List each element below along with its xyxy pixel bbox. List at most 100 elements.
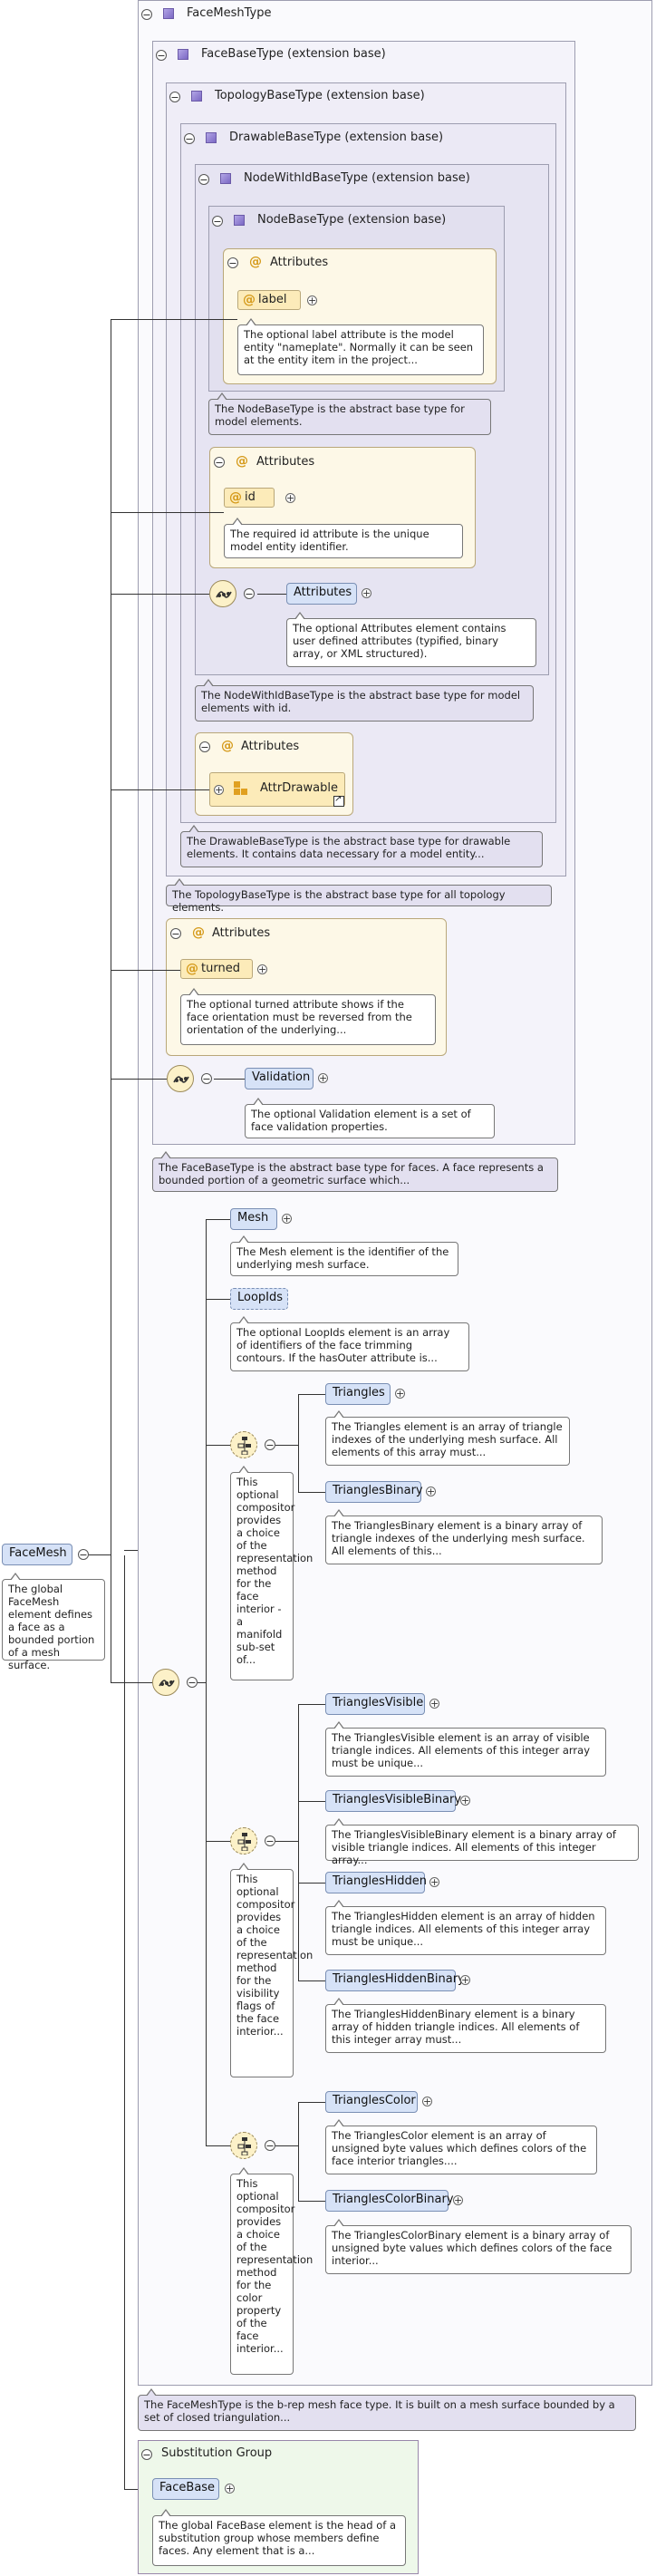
collapse-toggle[interactable]: −: [141, 9, 152, 21]
sequence-compositor[interactable]: [209, 580, 236, 607]
collapse-toggle[interactable]: −: [265, 1439, 275, 1451]
triangles-color-binary-element-doc: The TrianglesColorBinary element is a bi…: [325, 2219, 632, 2274]
face-base-element[interactable]: FaceBase: [152, 2478, 219, 2500]
choice-compositor[interactable]: [230, 1827, 257, 1855]
connector: [111, 1682, 152, 1683]
sequence-compositor[interactable]: [152, 1669, 179, 1696]
triangles-color-binary-element[interactable]: TrianglesColorBinary: [325, 2190, 454, 2212]
expand-icon[interactable]: +: [318, 1072, 328, 1084]
attributes-element[interactable]: Attributes: [286, 583, 357, 605]
collapse-toggle[interactable]: −: [184, 133, 195, 145]
attribute-icon: @: [243, 293, 256, 307]
substitution-group-title: Substitution Group: [161, 2446, 273, 2460]
collapse-toggle[interactable]: −: [198, 174, 209, 186]
expand-icon[interactable]: +: [225, 2483, 235, 2494]
expand-icon[interactable]: +: [426, 1486, 436, 1497]
attr-drawable-group[interactable]: AttrDrawable: [209, 772, 345, 807]
id-attribute-name: id: [245, 490, 256, 504]
turned-attribute-name: turned: [201, 962, 240, 975]
expand-icon[interactable]: +: [422, 2096, 432, 2107]
collapse-toggle[interactable]: −: [227, 257, 238, 269]
connector: [298, 1394, 325, 1395]
expand-icon[interactable]: +: [429, 1698, 439, 1709]
loopids-element[interactable]: LoopIds: [230, 1288, 288, 1310]
attribute-icon: @: [221, 739, 234, 753]
triangles-element-doc: The Triangles element is an array of tri…: [325, 1410, 570, 1466]
connector: [124, 1555, 125, 2489]
connector: [298, 1801, 325, 1802]
label-attribute[interactable]: @label: [237, 290, 301, 310]
validation-element-doc: The optional Validation element is a set…: [245, 1098, 495, 1138]
turned-attribute-doc: The optional turned attribute shows if t…: [180, 988, 436, 1045]
collapse-toggle[interactable]: −: [244, 588, 255, 600]
connector: [214, 1079, 245, 1080]
expand-icon[interactable]: +: [257, 964, 267, 975]
collapse-toggle[interactable]: −: [201, 1073, 212, 1085]
expand-icon[interactable]: +: [429, 1876, 439, 1888]
node-with-id-base-type-title: NodeWithIdBaseType (extension base): [244, 171, 470, 185]
triangles-visible-binary-element-doc: The TrianglesVisibleBinary element is a …: [325, 1818, 639, 1866]
attribute-group-icon: [234, 781, 248, 796]
collapse-toggle[interactable]: −: [199, 741, 210, 753]
triangles-visible-element-doc: The TrianglesVisible element is an array…: [325, 1721, 606, 1777]
collapse-toggle[interactable]: −: [170, 928, 181, 940]
triangles-binary-element-doc: The TrianglesBinary element is a binary …: [325, 1509, 603, 1564]
connector: [124, 1550, 138, 1551]
face-base-type-doc: The FaceBaseType is the abstract base ty…: [152, 1151, 558, 1192]
triangles-hidden-element-doc: The TrianglesHidden element is an array …: [325, 1900, 606, 1955]
triangles-visible-element[interactable]: TrianglesVisible: [325, 1693, 425, 1715]
mesh-element[interactable]: Mesh: [230, 1208, 277, 1230]
expand-icon[interactable]: +: [307, 295, 317, 306]
collapse-toggle[interactable]: −: [78, 1549, 89, 1561]
connector: [111, 1079, 167, 1080]
collapse-toggle[interactable]: −: [214, 457, 225, 469]
collapse-toggle[interactable]: −: [265, 2140, 275, 2152]
label-attribute-doc: The optional label attribute is the mode…: [237, 318, 484, 375]
connector: [298, 2201, 325, 2202]
collapse-toggle[interactable]: −: [156, 50, 167, 62]
connector: [298, 1492, 325, 1493]
attribute-icon: @: [186, 962, 198, 976]
connector: [206, 2145, 230, 2146]
expand-icon[interactable]: +: [453, 2194, 463, 2206]
triangles-hidden-binary-element[interactable]: TrianglesHiddenBinary: [325, 1970, 465, 1991]
collapse-toggle[interactable]: −: [141, 2449, 152, 2461]
expand-icon[interactable]: +: [395, 1388, 405, 1399]
connector: [111, 512, 224, 513]
expand-icon[interactable]: +: [285, 492, 295, 504]
complex-type-icon: [234, 215, 245, 226]
connector: [298, 1883, 325, 1884]
expand-icon[interactable]: +: [214, 784, 224, 796]
triangles-visible-binary-element[interactable]: TrianglesVisibleBinary: [325, 1790, 461, 1812]
triangles-color-element[interactable]: TrianglesColor: [325, 2091, 418, 2113]
face-mesh-element[interactable]: FaceMesh: [2, 1544, 72, 1565]
face-base-element-doc: The global FaceBase element is the head …: [152, 2509, 406, 2566]
collapse-toggle[interactable]: −: [169, 92, 180, 103]
validation-element[interactable]: Validation: [245, 1068, 314, 1089]
drawable-base-type-title: DrawableBaseType (extension base): [229, 131, 444, 144]
id-attribute[interactable]: @id: [224, 488, 275, 508]
choice-compositor[interactable]: [230, 2132, 257, 2159]
face-mesh-element-doc: The global FaceMesh element defines a fa…: [2, 1573, 105, 1671]
expand-icon[interactable]: +: [460, 1795, 470, 1806]
turned-attribute[interactable]: @turned: [180, 959, 253, 979]
sequence-compositor[interactable]: [167, 1065, 194, 1092]
attributes-title: Attributes: [212, 926, 271, 940]
mesh-element-doc: The Mesh element is the identifier of th…: [230, 1235, 458, 1276]
connector: [206, 1219, 207, 2145]
triangles-binary-element[interactable]: TrianglesBinary: [325, 1481, 423, 1503]
connector: [206, 1299, 230, 1300]
triangles-element[interactable]: Triangles: [325, 1383, 391, 1405]
expand-icon[interactable]: +: [362, 587, 371, 599]
choice1-doc: This optional compositor provides a choi…: [230, 1466, 313, 1680]
collapse-toggle[interactable]: −: [212, 216, 223, 228]
expand-icon[interactable]: +: [282, 1213, 292, 1225]
triangles-hidden-element[interactable]: TrianglesHidden: [325, 1872, 427, 1893]
collapse-toggle[interactable]: −: [187, 1677, 198, 1689]
expand-icon[interactable]: +: [460, 1974, 470, 1986]
complex-type-icon: [178, 49, 188, 60]
collapse-toggle[interactable]: −: [265, 1835, 275, 1847]
choice-compositor[interactable]: [230, 1431, 257, 1458]
connector: [275, 1841, 298, 1842]
attribute-icon: @: [229, 490, 242, 505]
